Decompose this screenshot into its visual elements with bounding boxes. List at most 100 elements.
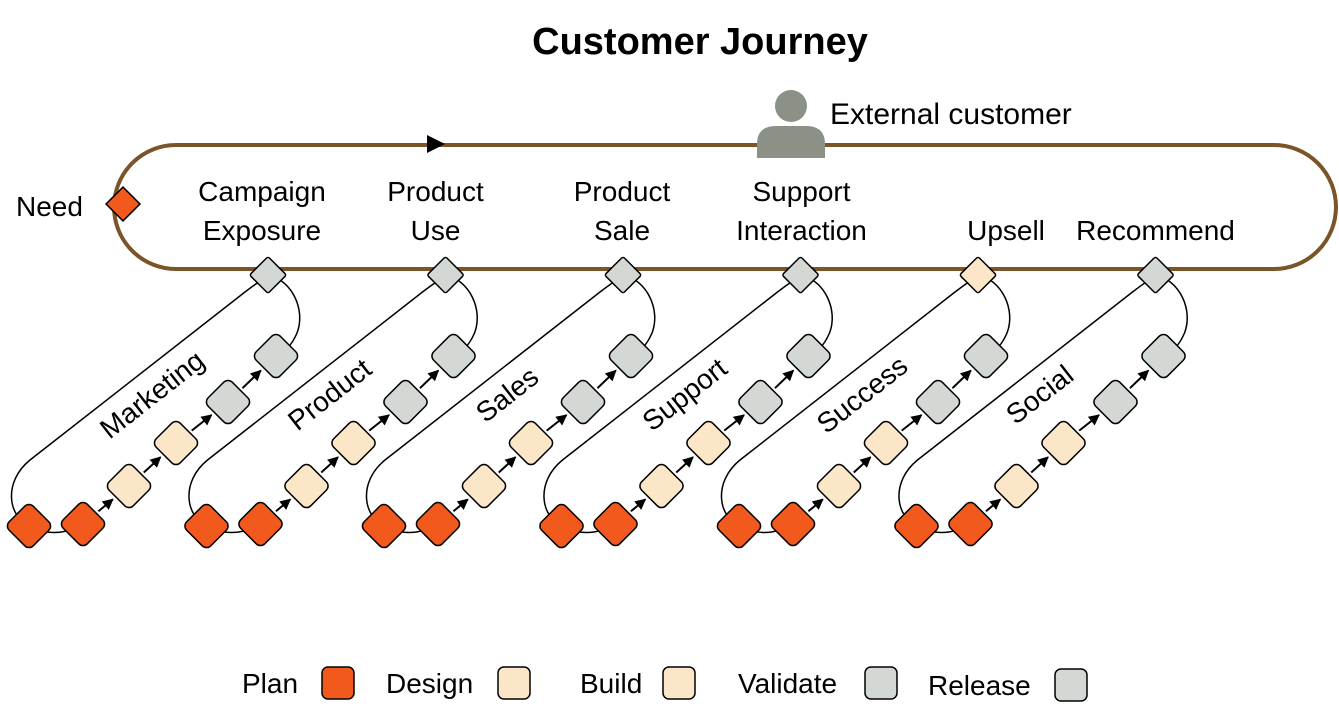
plan-step-box <box>948 501 993 547</box>
design-step-box <box>106 463 152 509</box>
need-label: Need <box>16 191 83 222</box>
legend-swatch-build <box>662 666 696 700</box>
step-arrow <box>1129 369 1150 389</box>
legend-label-validate: Validate <box>738 668 837 699</box>
step-arrow <box>985 498 1002 513</box>
build-step-box <box>686 420 731 466</box>
step-arrow <box>901 414 923 432</box>
stage-label: Support <box>752 176 850 207</box>
step-arrow <box>853 456 872 474</box>
legend-label-design: Design <box>386 668 473 699</box>
plan-step-box <box>716 503 762 549</box>
plan-step-box <box>238 501 283 547</box>
stage-label: Sale <box>594 215 650 246</box>
release-step-box <box>253 333 299 379</box>
legend-swatch-release <box>1054 668 1088 702</box>
plan-step-box <box>593 501 638 547</box>
release-step-box <box>431 333 476 379</box>
step-arrow <box>498 456 517 474</box>
diagram-title: Customer Journey <box>532 21 868 63</box>
release-step-box <box>1141 333 1186 379</box>
journey-direction-arrow <box>427 135 445 153</box>
step-arrow <box>723 414 745 432</box>
stage-label: Product <box>574 176 671 207</box>
stage-label: Recommend <box>1076 215 1235 246</box>
journey-track <box>112 143 1338 271</box>
plan-step-box <box>894 503 939 549</box>
step-arrow <box>630 498 647 513</box>
stage-marker <box>1137 256 1174 294</box>
step-arrow <box>419 369 440 389</box>
validate-step-box <box>738 379 783 425</box>
validate-step-box <box>383 379 428 425</box>
step-arrow <box>675 456 694 474</box>
stage-marker <box>604 256 642 294</box>
plan-step-box <box>415 501 461 547</box>
stage-label: Campaign <box>198 176 326 207</box>
release-step-box <box>786 333 831 379</box>
step-arrow <box>807 498 824 513</box>
legend-label-build: Build <box>580 668 642 699</box>
legend-swatch-plan <box>321 666 355 700</box>
design-step-box <box>994 463 1039 509</box>
external-customer-label: External customer <box>830 98 1072 131</box>
release-step-box <box>608 333 654 379</box>
stages-layer: MarketingCampaignExposureProductProductU… <box>6 176 1235 549</box>
person-icon <box>757 90 825 158</box>
build-step-box <box>1041 420 1086 466</box>
stage-label: Upsell <box>967 215 1045 246</box>
release-step-box <box>963 333 1009 379</box>
plan-step-box <box>770 501 816 547</box>
loop-label: Social <box>1000 359 1079 430</box>
stage-marker <box>782 256 819 294</box>
build-step-box <box>153 420 199 466</box>
loop-label: Sales <box>470 361 544 429</box>
step-arrow <box>951 369 972 389</box>
step-arrow <box>241 369 262 389</box>
design-step-box <box>284 463 329 509</box>
stage-marker <box>959 256 997 294</box>
stage-group: Social Recommend <box>894 215 1235 549</box>
stage-label: Exposure <box>203 215 321 246</box>
plan-step-box <box>60 501 106 547</box>
step-arrow <box>143 456 162 474</box>
legend: Plan Design Build Validate Release <box>242 666 1088 702</box>
legend-label-plan: Plan <box>242 668 298 699</box>
step-arrow <box>97 498 114 513</box>
step-arrow <box>1078 414 1100 432</box>
build-step-box <box>863 420 909 466</box>
build-step-box <box>331 420 376 466</box>
legend-swatch-design <box>497 666 531 700</box>
validate-step-box <box>1093 379 1138 425</box>
validate-step-box <box>560 379 606 425</box>
design-step-box <box>816 463 862 509</box>
validate-step-box <box>205 379 251 425</box>
stage-label: Use <box>411 215 461 246</box>
design-step-box <box>461 463 507 509</box>
build-step-box <box>508 420 554 466</box>
step-arrow <box>1030 456 1049 474</box>
plan-step-box <box>539 503 584 549</box>
legend-swatch-validate <box>864 666 898 700</box>
stage-label: Interaction <box>736 215 867 246</box>
stage-label: Product <box>387 176 484 207</box>
stage-marker <box>427 256 464 294</box>
stage-marker <box>249 256 287 294</box>
step-arrow <box>774 369 795 389</box>
step-arrow <box>596 369 617 389</box>
step-arrow <box>452 498 469 513</box>
step-arrow <box>368 414 390 432</box>
need-marker <box>104 185 142 223</box>
plan-step-box <box>6 503 52 549</box>
plan-step-box <box>361 503 407 549</box>
design-step-box <box>639 463 684 509</box>
step-arrow <box>191 414 213 432</box>
step-arrow <box>320 456 339 474</box>
step-arrow <box>275 498 292 513</box>
legend-label-release: Release <box>928 670 1031 701</box>
